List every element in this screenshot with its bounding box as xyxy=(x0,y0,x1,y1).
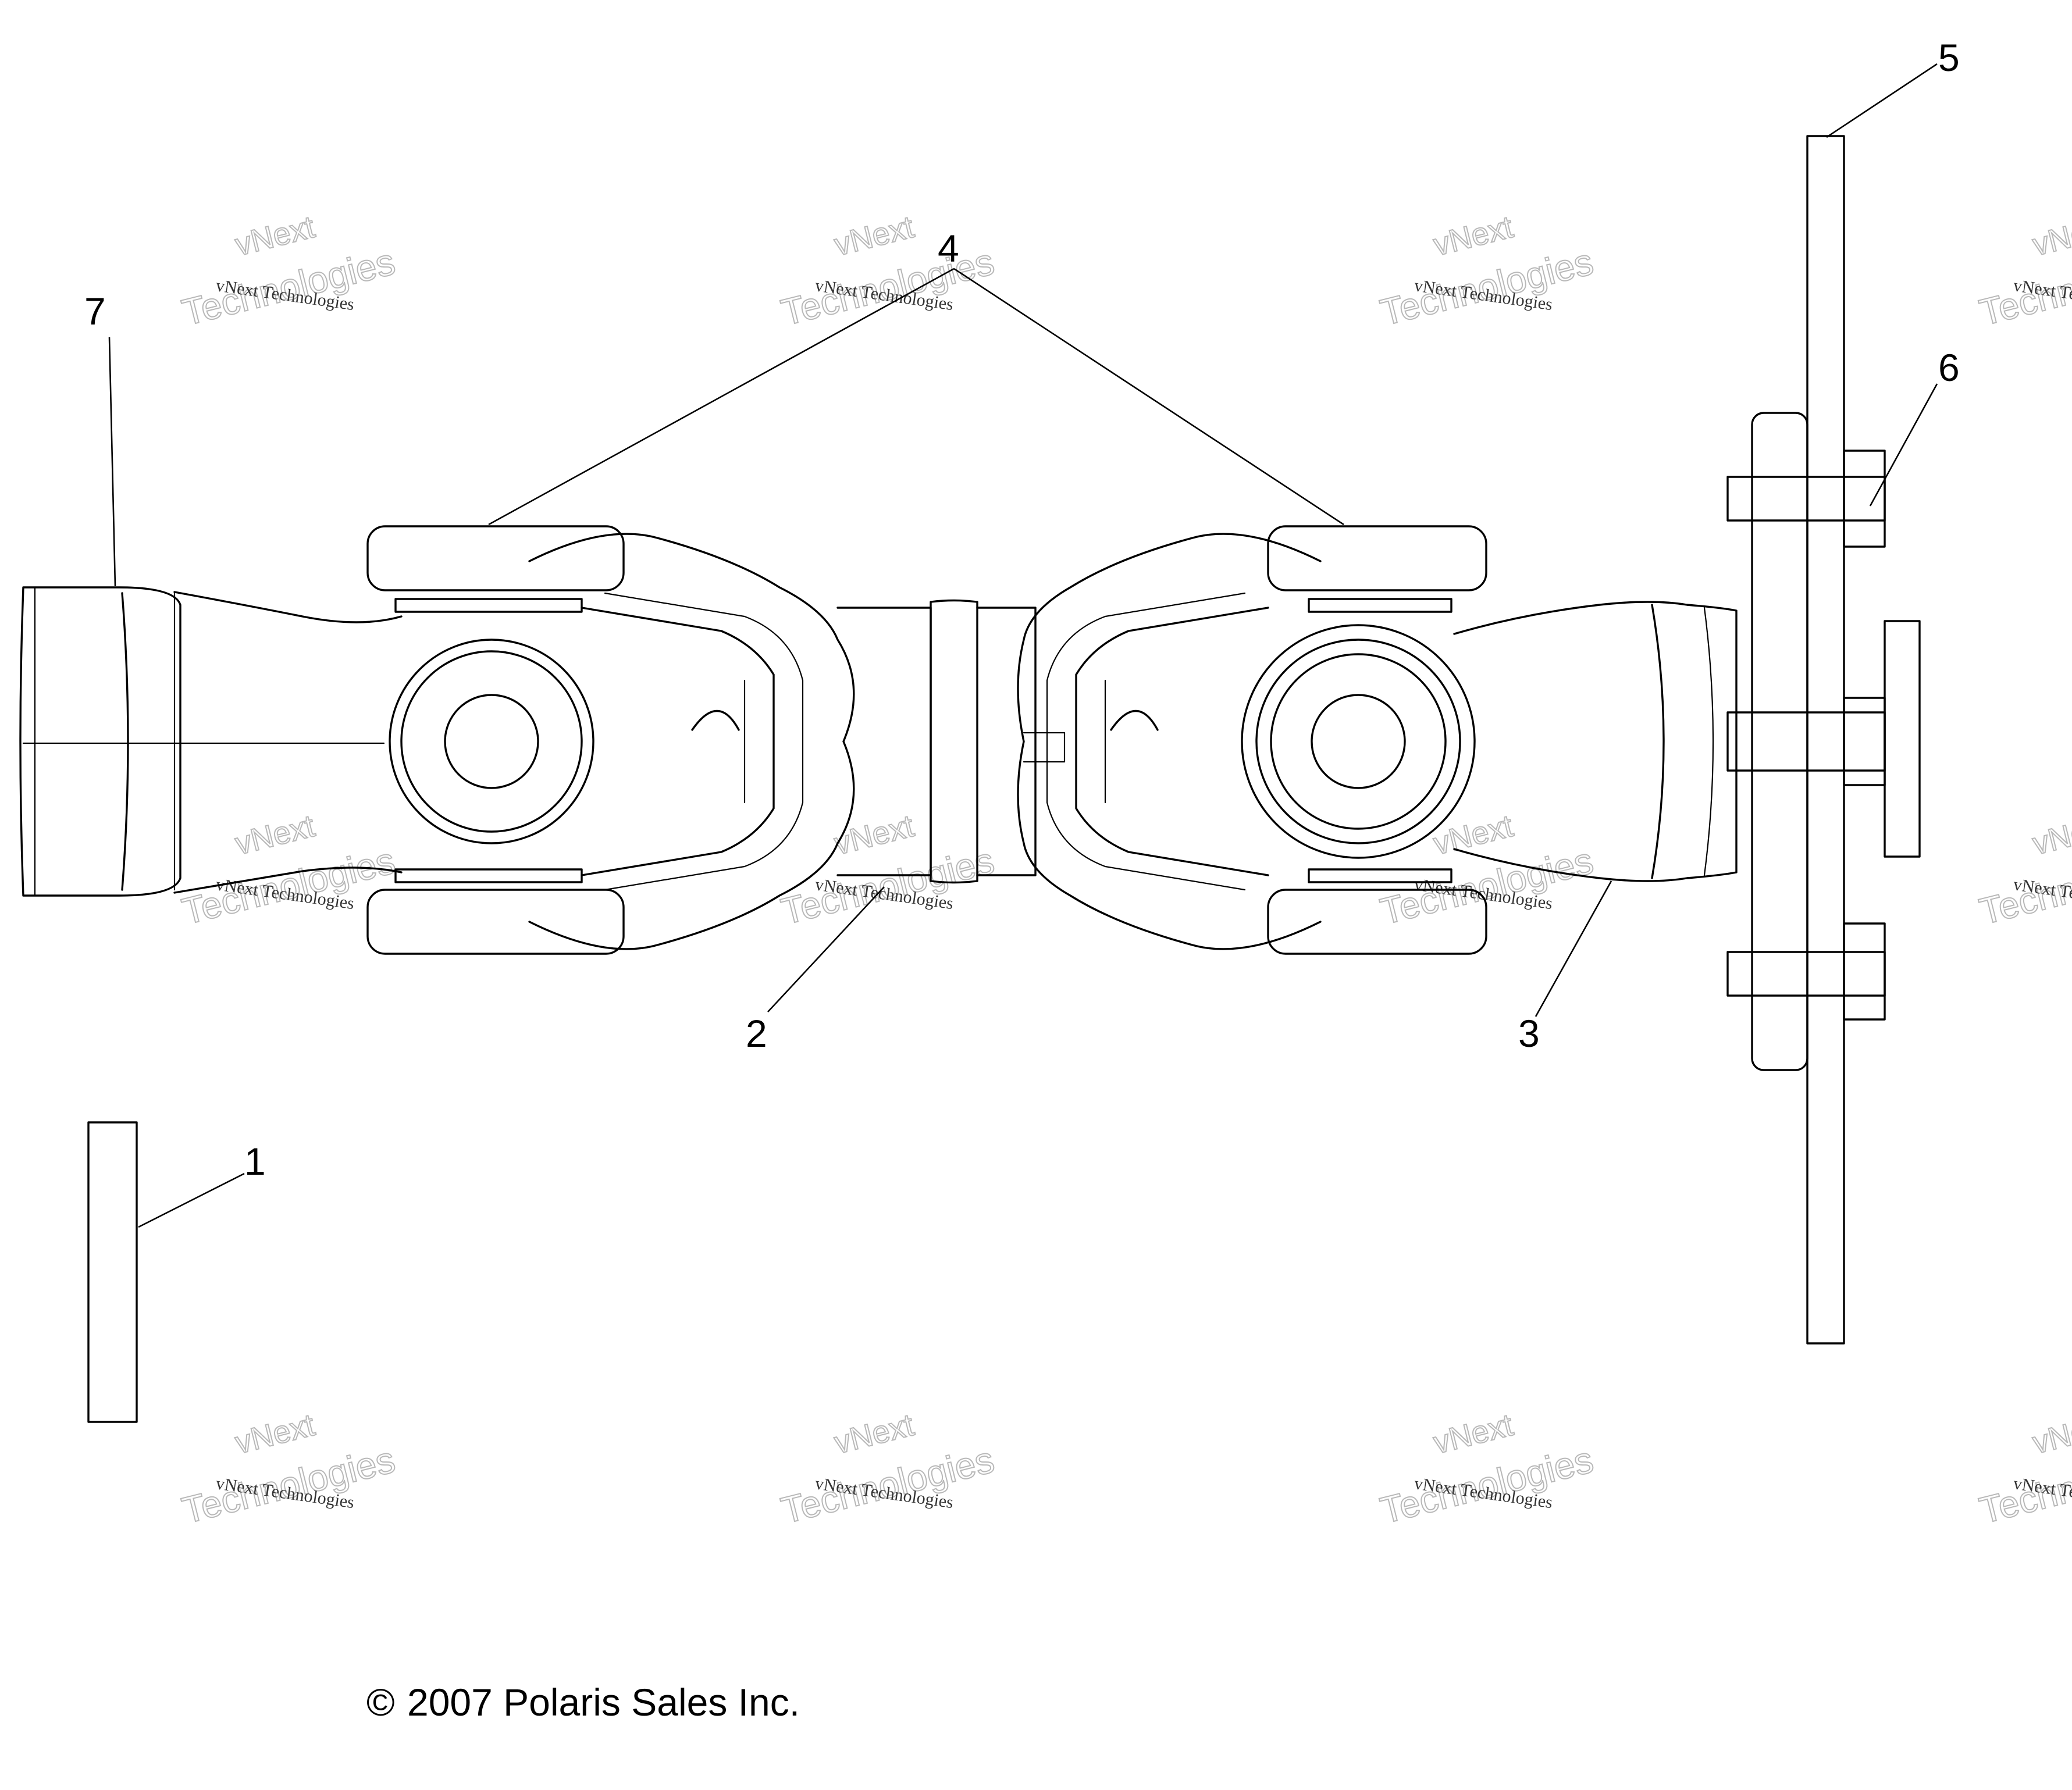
part-6-flange-assembly[interactable] xyxy=(1726,412,1921,1071)
copyright-notice: © 2007 Polaris Sales Inc. xyxy=(366,1681,800,1724)
yoke-sleeve xyxy=(19,586,181,897)
flange-plate xyxy=(1751,412,1808,1071)
leader-3 xyxy=(1535,880,1612,1017)
watermark-logo-text: vNext xyxy=(232,808,318,862)
left-yoke-grease xyxy=(691,709,740,731)
sleeve-ring xyxy=(121,592,129,891)
leader-4a xyxy=(488,268,955,526)
watermark-logo-text: vNext xyxy=(2029,209,2072,263)
part-3-flange-yoke[interactable] xyxy=(1453,601,1738,882)
watermark-logo-text: vNext xyxy=(1430,209,1516,263)
right-cross-center xyxy=(1311,694,1406,789)
callout-7[interactable]: 7 xyxy=(84,290,106,333)
part-2-center-shaft[interactable] xyxy=(836,599,1066,884)
copyright-symbol: © xyxy=(366,1681,395,1724)
center-tube-right xyxy=(976,607,1037,876)
watermark-logo-text: vNext xyxy=(831,209,917,263)
watermark-logo-text: vNext xyxy=(2029,1407,2072,1461)
callout-4[interactable]: 4 xyxy=(938,227,959,270)
part-7-slip-yoke[interactable] xyxy=(19,586,403,897)
callout-labels: 1 2 3 4 5 6 7 xyxy=(84,36,1960,1183)
left-cross-center xyxy=(444,694,539,789)
leader-5 xyxy=(1826,63,1938,138)
right-cross-bearing xyxy=(1255,639,1461,844)
part-1-bar[interactable] xyxy=(87,1121,138,1423)
right-cross-ring xyxy=(1270,653,1447,830)
watermark-logo-text: vNext xyxy=(232,1407,318,1461)
right-cross-outer xyxy=(1241,624,1476,859)
right-yoke-contour xyxy=(1046,592,1246,891)
left-cross-bearing xyxy=(400,650,583,833)
flange-yoke-shoulder xyxy=(1703,607,1714,876)
bolt-middle xyxy=(1726,697,1886,786)
right-bearing-cap-top xyxy=(1267,525,1487,591)
right-snap-ring-bottom xyxy=(1308,868,1452,883)
flange-yoke-neck xyxy=(1651,604,1665,879)
left-bearing-cap-bottom xyxy=(366,889,625,955)
watermark-logo-text: vNext xyxy=(1430,1407,1516,1461)
leader-lines xyxy=(108,63,1938,1228)
left-u-joint[interactable] xyxy=(366,525,855,955)
bolt-top xyxy=(1726,450,1886,548)
center-weld-ring xyxy=(930,599,978,884)
callout-1[interactable]: 1 xyxy=(244,1140,266,1183)
left-yoke-contour xyxy=(604,592,804,891)
bolt-head-bottom xyxy=(1843,922,1886,1021)
bolt-head-middle xyxy=(1843,697,1886,786)
callout-5[interactable]: 5 xyxy=(1938,36,1960,79)
watermark-logo-text: vNext xyxy=(2029,808,2072,862)
left-bearing-cap-top xyxy=(366,525,625,591)
flange-hub xyxy=(1884,620,1921,858)
left-snap-ring-top xyxy=(394,598,583,613)
left-yoke-inner xyxy=(581,607,775,876)
callout-6[interactable]: 6 xyxy=(1938,346,1960,389)
flange-yoke-body xyxy=(1453,601,1738,882)
left-yoke-outer xyxy=(528,533,855,950)
right-u-joint[interactable] xyxy=(1017,525,1487,955)
callout-2[interactable]: 2 xyxy=(746,1012,767,1055)
yoke-upper-edge xyxy=(173,591,403,623)
callout-3[interactable]: 3 xyxy=(1518,1012,1540,1055)
leader-2 xyxy=(767,886,885,1012)
bolt-bottom xyxy=(1726,922,1886,1021)
right-yoke-outer xyxy=(1017,533,1322,950)
part-5-plate[interactable] xyxy=(1806,135,1845,1345)
center-key xyxy=(1023,732,1066,763)
leader-6 xyxy=(1869,383,1938,507)
watermark-logo-text: vNext xyxy=(831,1407,917,1461)
watermark-logo-text: vNext xyxy=(232,209,318,263)
yoke-lower-edge xyxy=(173,867,403,894)
right-bearing-cap-bottom xyxy=(1267,889,1487,955)
watermark-logo-text: vNext xyxy=(831,808,917,862)
right-yoke-grease xyxy=(1110,709,1159,731)
left-snap-ring-bottom xyxy=(394,868,583,883)
copyright-text: 2007 Polaris Sales Inc. xyxy=(407,1681,800,1724)
right-yoke-inner xyxy=(1075,607,1269,876)
leader-7 xyxy=(108,337,116,587)
leader-4b xyxy=(953,268,1344,526)
bolt-head-top xyxy=(1843,450,1886,548)
leader-1 xyxy=(138,1172,245,1228)
right-snap-ring-top xyxy=(1308,598,1452,613)
left-cross-outer xyxy=(389,639,594,844)
